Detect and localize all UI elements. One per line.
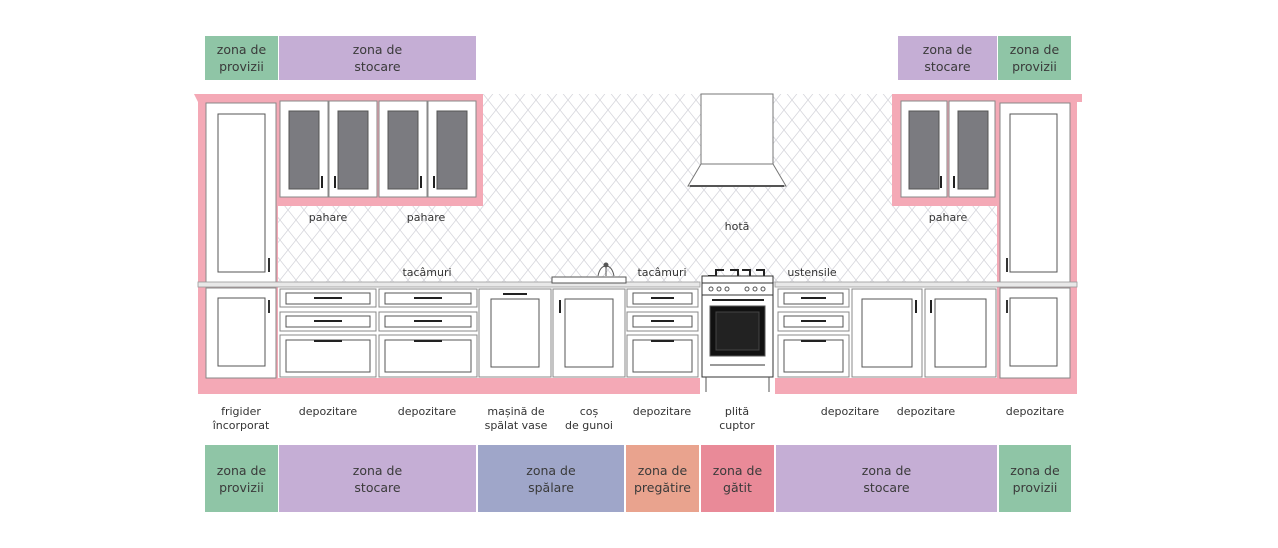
- zone-label: zona de provizii: [1010, 462, 1060, 495]
- base-drawers-1: [279, 288, 377, 378]
- countertop-right: [774, 281, 1078, 288]
- upper-glass-cabinets-right: [900, 100, 996, 198]
- label-pahare-2: pahare: [406, 211, 446, 224]
- tall-cabinet-left-upper-panel: [217, 113, 266, 273]
- zone-top-stocare-right: zona de stocare: [898, 36, 997, 80]
- label-frigider: frigider încorporat: [212, 405, 270, 432]
- zone-bottom-stocare-left: zona de stocare: [279, 445, 476, 512]
- label-hota: hotă: [724, 220, 750, 233]
- base-double-door: [851, 288, 997, 378]
- upper-glass-cabinets-left: [279, 100, 477, 198]
- trash-cabinet: [552, 288, 626, 378]
- zone-bottom-provizii-left: zona de provizii: [205, 445, 278, 512]
- stove-oven: [701, 269, 774, 392]
- prep-drawers: [626, 288, 699, 378]
- label-pahare-1: pahare: [308, 211, 348, 224]
- highlight-plinth-right: [775, 378, 1077, 394]
- zone-bottom-provizii-right: zona de provizii: [999, 445, 1071, 512]
- label-tacamuri-1: tacâmuri: [402, 266, 452, 279]
- range-hood: [687, 93, 787, 187]
- highlight-left-crown: [194, 94, 282, 102]
- zone-label: zona de spălare: [526, 462, 576, 495]
- dishwasher: [478, 288, 552, 378]
- zone-bottom-spalare: zona de spălare: [478, 445, 624, 512]
- zone-top-provizii-right: zona de provizii: [998, 36, 1071, 80]
- countertop-left: [197, 281, 701, 288]
- zone-top-stocare-left: zona de stocare: [279, 36, 476, 80]
- zone-bottom-stocare-right: zona de stocare: [776, 445, 997, 512]
- label-pahare-3: pahare: [928, 211, 968, 224]
- label-depozitare-1: depozitare: [298, 405, 358, 418]
- zone-top-provizii-left: zona de provizii: [205, 36, 278, 80]
- zone-label: zona de provizii: [216, 42, 267, 74]
- label-depozitare-3: depozitare: [632, 405, 692, 418]
- zone-label: zona de stocare: [352, 462, 403, 495]
- highlight-right-crown: [994, 94, 1082, 102]
- zone-bottom-pregatire: zona de pregătire: [626, 445, 699, 512]
- label-ustensile: ustensile: [787, 266, 837, 279]
- label-cos: coș de gunoi: [565, 405, 613, 432]
- zone-label: zona de stocare: [861, 462, 912, 495]
- zone-bottom-gatit: zona de gătit: [701, 445, 774, 512]
- zone-label: zona de stocare: [352, 42, 403, 74]
- zone-label: zona de pregătire: [633, 462, 691, 495]
- label-masina: mașină de spălat vase: [484, 405, 548, 432]
- zone-label: zona de stocare: [922, 42, 973, 74]
- sink-faucet: [551, 262, 627, 284]
- highlight-plinth-left: [198, 378, 700, 394]
- label-depozitare-6: depozitare: [1005, 405, 1065, 418]
- zone-label: zona de gătit: [712, 462, 763, 495]
- label-depozitare-5: depozitare: [896, 405, 956, 418]
- zone-label: zona de provizii: [216, 462, 267, 495]
- zone-label: zona de provizii: [1009, 42, 1060, 74]
- label-tacamuri-2: tacâmuri: [637, 266, 687, 279]
- base-drawers-3: [777, 288, 850, 378]
- label-depozitare-4: depozitare: [820, 405, 880, 418]
- label-depozitare-2: depozitare: [397, 405, 457, 418]
- label-plita: plită cuptor: [719, 405, 755, 432]
- base-drawers-2: [378, 288, 478, 378]
